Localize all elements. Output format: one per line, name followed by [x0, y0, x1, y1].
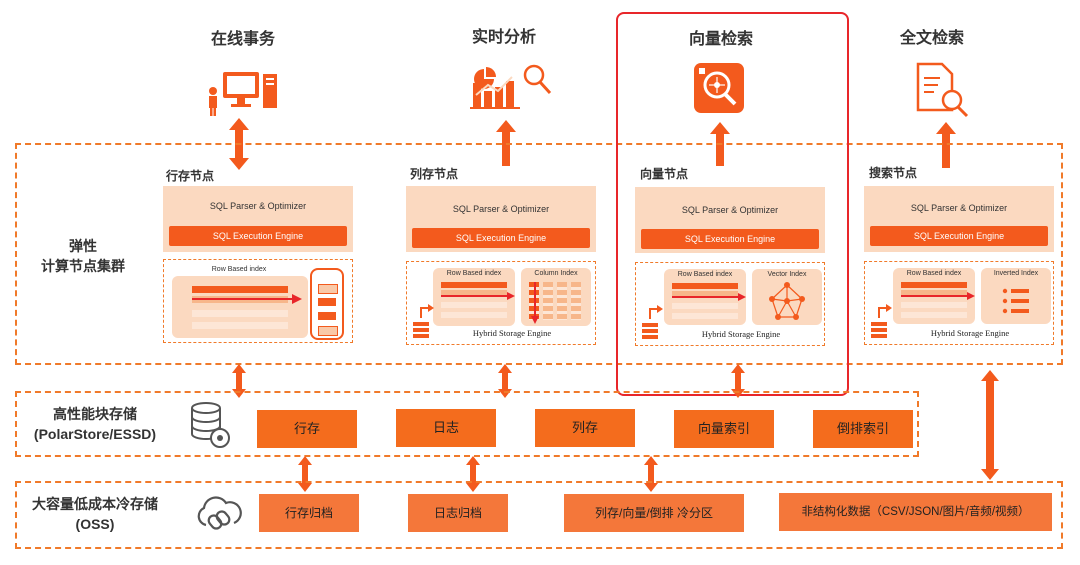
vector-node-storage: Row Based index Vector Index: [635, 262, 825, 346]
sql-engine-bar: SQL Execution Engine: [641, 229, 819, 249]
cold-partition: 列存/向量/倒排 冷分区: [564, 494, 744, 532]
sql-parser-bar: SQL Parser & Optimizer: [169, 196, 347, 216]
cold-storage-label: 大容量低成本冷存储 (OSS): [20, 494, 170, 534]
double-arrow-icon: [466, 456, 480, 492]
log-stack-icon: [642, 305, 663, 339]
block-storage-label: 高性能块存储 (PolarStore/ESSD): [20, 404, 170, 444]
cold-unstructured-data: 非结构化数据（CSV/JSON/图片/音频/视频）: [779, 493, 1052, 531]
vector-node-title: 向量节点: [640, 167, 689, 181]
search-node-sql-layer: SQL Parser & Optimizer SQL Execution Eng…: [864, 186, 1054, 252]
label-online-transaction: 在线事务: [210, 31, 275, 48]
column-scan-arrow-icon: [531, 282, 539, 324]
block-vector-index: 向量索引: [674, 410, 774, 448]
row-scan-arrow-icon: [192, 294, 302, 304]
row-store-node-title: 行存节点: [166, 169, 215, 183]
search-node-title: 搜索节点: [869, 166, 918, 180]
column-index-label: Column Index: [534, 270, 578, 277]
cold-log-archive: 日志归档: [408, 494, 508, 532]
hybrid-storage-engine-label: Hybrid Storage Engine: [701, 329, 781, 339]
up-arrow-icon: [936, 122, 956, 168]
row-node-storage: Row Based index: [163, 259, 353, 343]
row-index-label: Row Based index: [906, 270, 962, 277]
sql-engine-bar: SQL Execution Engine: [412, 228, 590, 248]
double-arrow-icon: [298, 456, 312, 492]
sql-engine-bar: SQL Execution Engine: [870, 226, 1048, 246]
block-column-store: 列存: [535, 409, 635, 447]
row-index-card: Row Based index: [664, 269, 746, 325]
label-realtime-analytics: 实时分析: [471, 29, 536, 46]
row-scan-arrow-icon: [441, 292, 515, 300]
sql-parser-bar: SQL Parser & Optimizer: [870, 198, 1048, 218]
column-node-storage: Row Based index Column Index Hybrid Stor…: [406, 261, 596, 345]
row-index-card: Row Based index: [433, 268, 515, 326]
double-arrow-icon: [731, 364, 745, 398]
user-computer-icon: [209, 72, 277, 116]
row-log-stack: [310, 268, 344, 340]
double-arrow-icon: [644, 456, 658, 492]
analytics-chart-icon: [470, 64, 552, 109]
row-index-label: Row Based index: [446, 270, 502, 277]
sql-parser-bar: SQL Parser & Optimizer: [412, 199, 590, 219]
cold-storage-row: [15, 481, 1063, 549]
cold-row-archive: 行存归档: [259, 494, 359, 532]
inverted-index-label: Inverted Index: [993, 270, 1039, 277]
block-storage-row: [15, 391, 919, 457]
row-index-label: Row Based index: [677, 271, 733, 278]
vector-node-sql-layer: SQL Parser & Optimizer SQL Execution Eng…: [635, 187, 825, 253]
block-row-store: 行存: [257, 410, 357, 448]
database-gear-icon: [191, 402, 230, 448]
cold-storage-subtitle: (OSS): [75, 516, 115, 532]
row-index-card: [172, 276, 308, 338]
vector-search-highlight: [616, 12, 849, 396]
double-arrow-icon: [981, 370, 999, 480]
cluster-label-line2: 计算节点集群: [41, 258, 125, 274]
vector-graph-icon: [769, 282, 805, 320]
list-icon: [1002, 288, 1029, 314]
vector-index-label: Vector Index: [767, 271, 807, 278]
row-index-label: Row Based index: [211, 266, 267, 273]
row-scan-arrow-icon: [901, 292, 975, 300]
document-search-icon: [916, 62, 969, 118]
label-fulltext-search: 全文检索: [899, 30, 964, 47]
double-arrow-icon: [232, 364, 246, 398]
column-node-sql-layer: SQL Parser & Optimizer SQL Execution Eng…: [406, 186, 596, 252]
double-arrow-icon: [498, 364, 512, 398]
block-inverted-index: 倒排索引: [813, 410, 913, 448]
vector-index-card: Vector Index: [752, 269, 822, 325]
hybrid-storage-engine-label: Hybrid Storage Engine: [472, 328, 552, 338]
inverted-index-card: Inverted Index: [981, 268, 1051, 324]
elastic-compute-cluster: [15, 143, 1063, 365]
log-stack-icon: [413, 304, 434, 338]
log-stack-icon: [871, 304, 892, 338]
sql-parser-bar: SQL Parser & Optimizer: [641, 200, 819, 220]
block-log: 日志: [396, 409, 496, 447]
row-scan-arrow-icon: [672, 293, 746, 301]
cold-storage-title: 大容量低成本冷存储: [32, 496, 158, 512]
hybrid-storage-engine-label: Hybrid Storage Engine: [930, 328, 1010, 338]
row-index-card: Row Based index: [893, 268, 975, 324]
search-node-storage: Row Based index Inverted Index Hybrid St…: [864, 261, 1054, 345]
cluster-label-line1: 弹性: [69, 238, 97, 254]
block-storage-subtitle: (PolarStore/ESSD): [33, 426, 157, 442]
vector-search-icon: [694, 63, 744, 113]
elastic-cluster-label: 弹性 计算节点集群: [28, 236, 138, 276]
label-vector-search: 向量检索: [688, 31, 753, 48]
sql-engine-bar: SQL Execution Engine: [169, 226, 347, 246]
row-node-sql-layer: SQL Parser & Optimizer SQL Execution Eng…: [163, 186, 353, 252]
column-store-node-title: 列存节点: [410, 167, 459, 181]
column-index-card: Column Index: [521, 268, 591, 326]
cloud-link-icon: [197, 496, 242, 530]
block-storage-title: 高性能块存储: [53, 406, 137, 422]
